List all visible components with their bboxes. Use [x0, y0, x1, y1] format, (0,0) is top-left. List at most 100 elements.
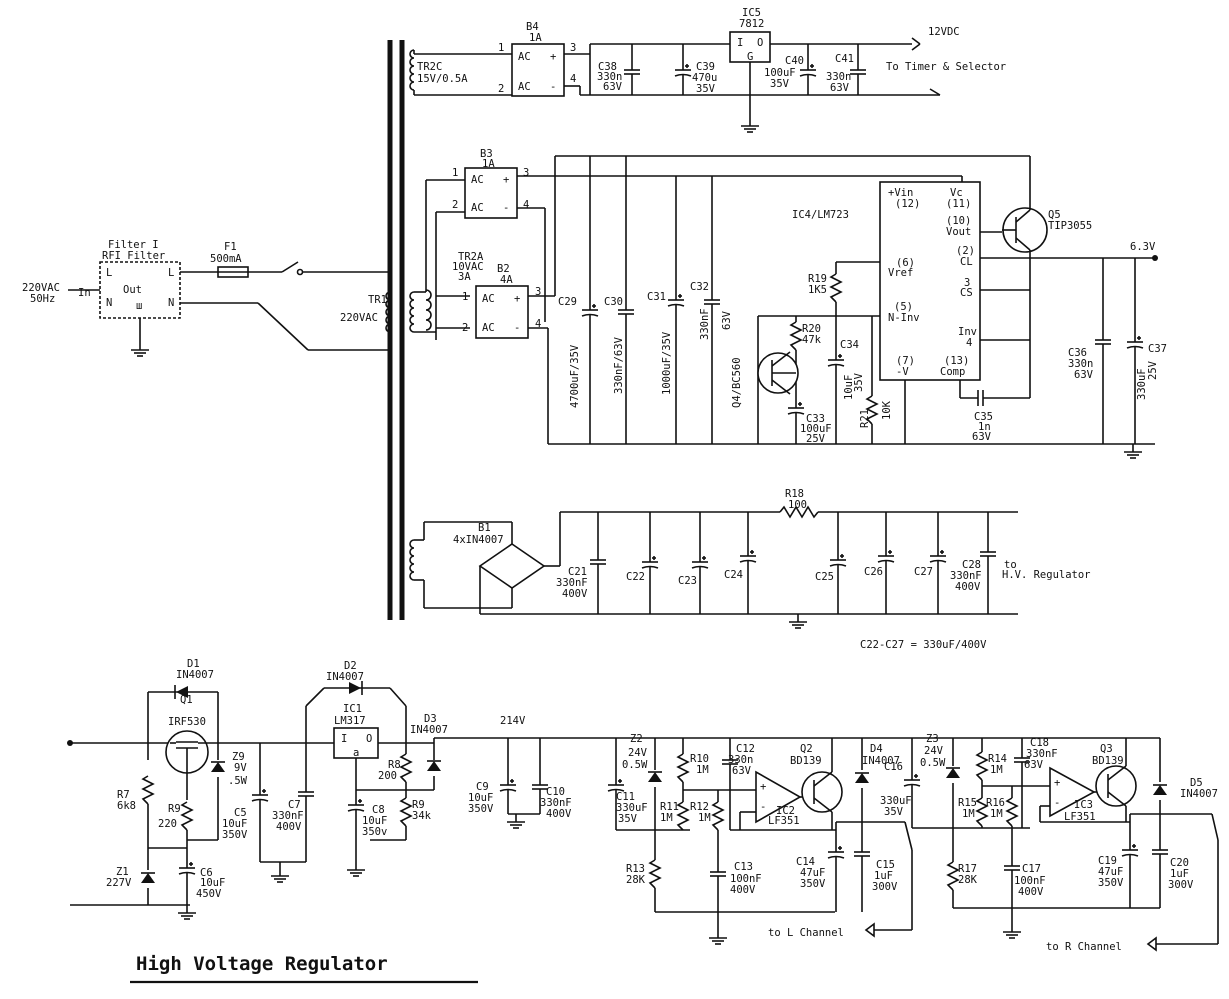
- svg-text:IC3: IC3: [1074, 799, 1093, 811]
- hv-regulator: R7 6k8 Z1 227V D1 IN4007 Q1 IRF530 Z9 9V…: [67, 658, 1219, 953]
- svg-text:10uF: 10uF: [222, 818, 247, 830]
- svg-text:C36: C36: [1068, 347, 1087, 359]
- svg-text:(5): (5): [894, 301, 913, 313]
- svg-text:(6): (6): [896, 257, 915, 269]
- svg-text:330nF: 330nF: [540, 797, 572, 809]
- svg-text:AC: AC: [471, 202, 484, 214]
- svg-text:TR2C: TR2C: [417, 61, 442, 73]
- svg-text:C39: C39: [696, 61, 715, 73]
- svg-text:330uF: 330uF: [616, 802, 648, 814]
- svg-text:7812: 7812: [739, 18, 764, 30]
- svg-text:C7: C7: [288, 799, 301, 811]
- to-l-channel: to L Channel: [768, 927, 844, 939]
- svg-text:C34: C34: [840, 339, 859, 351]
- svg-text:227V: 227V: [106, 877, 132, 889]
- svg-text:330nF/63V: 330nF/63V: [613, 336, 625, 394]
- svg-text:C38: C38: [598, 61, 617, 73]
- svg-text:4xIN4007: 4xIN4007: [453, 534, 504, 546]
- svg-text:330nF: 330nF: [950, 570, 982, 582]
- svg-text:470u: 470u: [692, 72, 717, 84]
- svg-text:1M: 1M: [962, 808, 975, 820]
- opamp-ic2: [755, 770, 802, 824]
- svg-text:C18: C18: [1030, 737, 1049, 749]
- svg-text:D5: D5: [1190, 777, 1203, 789]
- svg-text:100uF: 100uF: [800, 423, 832, 435]
- svg-text:1M: 1M: [660, 812, 673, 824]
- svg-text:C16: C16: [884, 761, 903, 773]
- svg-text:IN4007: IN4007: [410, 724, 448, 736]
- svg-text:L: L: [106, 267, 112, 279]
- svg-text:R13: R13: [626, 863, 645, 875]
- svg-text:C31: C31: [647, 291, 666, 303]
- svg-text:C35: C35: [974, 411, 993, 423]
- svg-text:BD139: BD139: [1092, 755, 1124, 767]
- svg-text:4: 4: [523, 199, 529, 211]
- svg-text:LM317: LM317: [334, 715, 366, 727]
- svg-text:10VAC: 10VAC: [452, 261, 484, 273]
- transformer-tr1: TR1 220VAC: [340, 40, 405, 620]
- svg-text:I: I: [341, 733, 347, 745]
- to-r-channel: to R Channel: [1046, 941, 1122, 953]
- svg-text:24V: 24V: [924, 745, 944, 757]
- svg-text:4: 4: [570, 73, 576, 85]
- svg-text:350V: 350V: [1098, 877, 1124, 889]
- svg-text:3: 3: [523, 167, 529, 179]
- svg-text:C30: C30: [604, 296, 623, 308]
- svg-text:C29: C29: [558, 296, 577, 308]
- svg-text:-: -: [760, 801, 766, 813]
- svg-text:220: 220: [158, 818, 177, 830]
- svg-text:100uF: 100uF: [764, 67, 796, 79]
- svg-text:N: N: [168, 297, 174, 309]
- svg-text:+Vin: +Vin: [888, 187, 913, 199]
- svg-text:B1: B1: [478, 522, 491, 534]
- svg-text:1: 1: [462, 291, 468, 303]
- svg-text:220VAC: 220VAC: [340, 312, 378, 324]
- title-block: High Voltage Regulator: [130, 953, 478, 984]
- svg-text:a: a: [353, 747, 359, 759]
- svg-text:D3: D3: [424, 713, 437, 725]
- svg-text:3: 3: [570, 42, 576, 54]
- svg-text:1K5: 1K5: [808, 284, 827, 296]
- svg-text:Z9: Z9: [232, 751, 245, 763]
- svg-text:10uF: 10uF: [362, 815, 387, 827]
- svg-text:(7): (7): [896, 355, 915, 367]
- mains-input: 220VAC 50Hz In: [22, 282, 100, 305]
- svg-text:330nF: 330nF: [699, 308, 711, 340]
- svg-text:400V: 400V: [562, 588, 588, 600]
- svg-text:400V: 400V: [730, 884, 756, 896]
- svg-text:R17: R17: [958, 863, 977, 875]
- svg-text:R14: R14: [988, 753, 1007, 765]
- svg-text:+: +: [760, 781, 766, 793]
- svg-text:4700uF/35V: 4700uF/35V: [569, 344, 581, 408]
- svg-text:Out: Out: [123, 284, 142, 296]
- svg-text:C37: C37: [1148, 343, 1167, 355]
- svg-text:3: 3: [535, 286, 541, 298]
- svg-text:R18: R18: [785, 488, 804, 500]
- svg-text:10uF: 10uF: [468, 792, 493, 804]
- filter-title: Filter I: [108, 239, 159, 251]
- svg-text:C20: C20: [1170, 857, 1189, 869]
- svg-text:4: 4: [535, 318, 541, 330]
- svg-text:N-Inv: N-Inv: [888, 312, 920, 324]
- svg-text:C14: C14: [796, 856, 815, 868]
- svg-text:IC5: IC5: [742, 7, 761, 19]
- svg-text:330uF: 330uF: [880, 795, 912, 807]
- svg-text:IN4007: IN4007: [1180, 788, 1218, 800]
- svg-text:10K: 10K: [881, 400, 893, 420]
- svg-text:350V: 350V: [222, 829, 248, 841]
- svg-text:3: 3: [964, 277, 970, 289]
- svg-text:63V: 63V: [732, 765, 752, 777]
- svg-text:Q1: Q1: [180, 694, 193, 706]
- svg-text:1000uF/35V: 1000uF/35V: [661, 331, 673, 395]
- hv-cap-note: C22-C27 = 330uF/400V: [860, 639, 987, 651]
- svg-text:I: I: [737, 37, 743, 49]
- out-6v3: 6.3V: [1130, 241, 1156, 253]
- svg-text:R11: R11: [660, 801, 679, 813]
- svg-text:100: 100: [788, 499, 807, 511]
- svg-text:(10): (10): [946, 215, 971, 227]
- svg-text:.5W: .5W: [228, 775, 248, 787]
- svg-text:Z2: Z2: [630, 733, 643, 745]
- svg-text:34k: 34k: [412, 810, 432, 822]
- svg-text:330uF: 330uF: [1136, 368, 1148, 400]
